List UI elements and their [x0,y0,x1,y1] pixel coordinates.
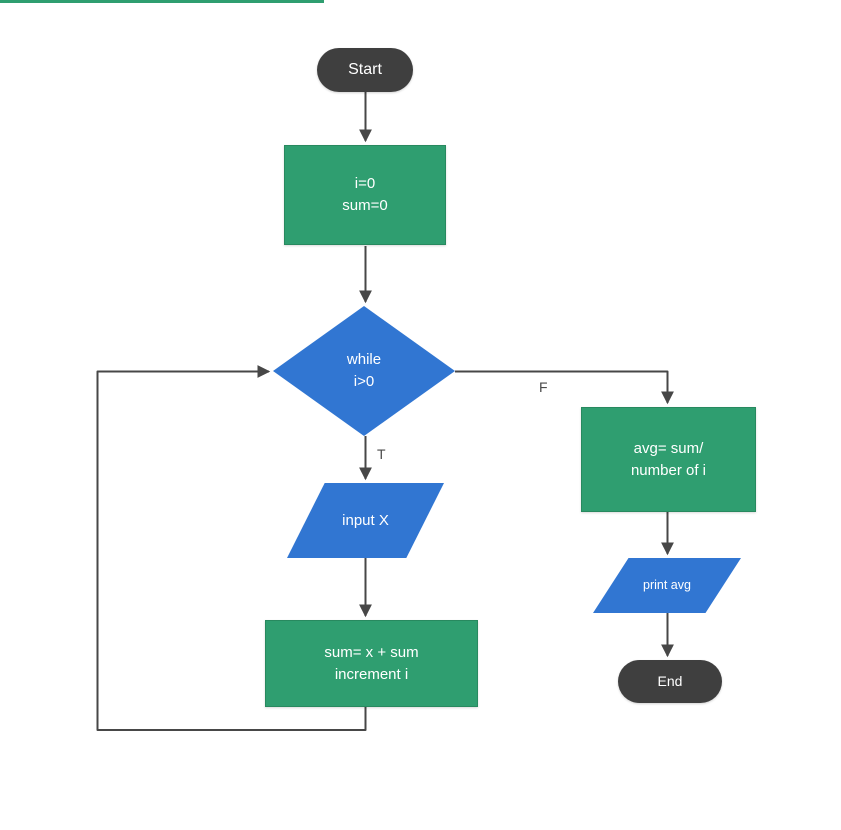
edge-sum-loop-to-while[interactable] [96,365,367,731]
false-branch-label[interactable]: F [539,379,548,395]
true-branch-label[interactable]: T [377,446,386,462]
node-label: End [657,673,683,690]
node-label: avg= sum/ number of i [630,439,707,479]
init-process-box[interactable]: i=0 sum=0 [284,145,446,245]
start-terminator[interactable]: Start [317,48,413,92]
node-label: Start [348,61,382,79]
node-label: print avg [643,578,691,593]
node-label: i=0 sum=0 [342,175,388,214]
top-progress-bar [0,0,324,3]
edge-while-to-avg-false[interactable] [455,370,674,405]
node-label: input X [342,511,389,529]
end-terminator[interactable]: End [618,660,722,703]
node-label: while i>0 [346,351,382,390]
node-label: sum= x + sum increment i [324,643,419,683]
sum-process-box[interactable]: sum= x + sum increment i [265,620,478,707]
avg-process-box[interactable]: avg= sum/ number of i [581,407,756,512]
